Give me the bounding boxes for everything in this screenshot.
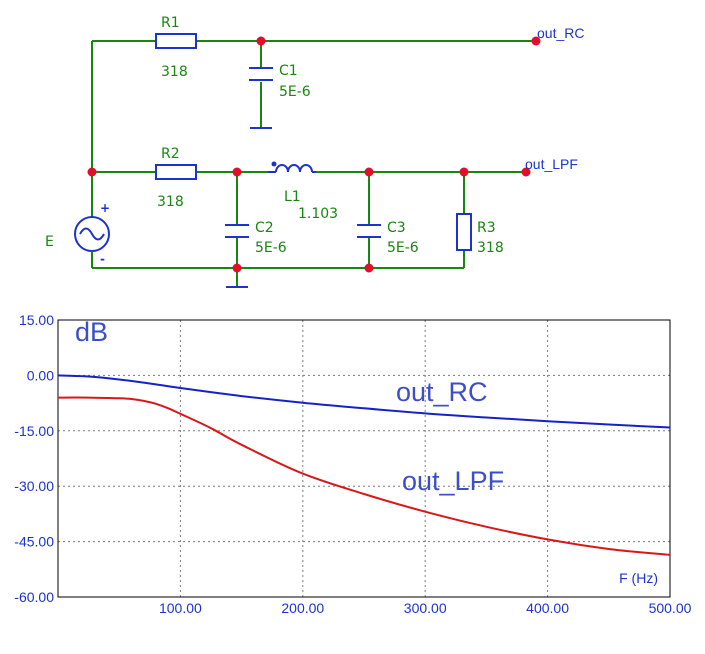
wires [91, 40, 536, 286]
x-tick-label: 100.00 [159, 600, 202, 616]
resistor-r1 [155, 33, 197, 49]
y-tick-label: 0.00 [27, 367, 54, 383]
x-axis-label: F (Hz) [619, 570, 658, 586]
r3-value: 318 [477, 240, 504, 256]
source-label: E [45, 234, 54, 250]
r3-name: R3 [477, 220, 496, 236]
capacitor-c3 [357, 224, 381, 238]
y-axis-label: dB [75, 317, 108, 347]
x-tick-label: 200.00 [281, 600, 324, 616]
source-minus-sign: - [100, 252, 105, 266]
y-tick-label: 15.00 [19, 312, 54, 328]
x-tick-label: 400.00 [526, 600, 569, 616]
r1-name: R1 [161, 15, 180, 31]
c2-name: C2 [255, 220, 274, 236]
r2-value: 318 [157, 194, 184, 210]
output-label-rc: out_RC [537, 25, 584, 41]
source-plus-sign: + [100, 201, 110, 215]
l1-value: 1.103 [298, 206, 338, 222]
output-label-lpf: out_LPF [525, 156, 578, 172]
capacitor-c1 [249, 67, 273, 81]
series-line-out-lpf [57, 396, 671, 556]
r1-value: 318 [161, 64, 188, 80]
c3-name: C3 [387, 220, 406, 236]
l1-name: L1 [284, 189, 301, 205]
x-tick-label: 500.00 [649, 600, 692, 616]
circuit-schematic: + - E R1 318 C1 5E-6 R2 318 L1 1.103 C2 … [45, 15, 584, 288]
plot-grid [58, 320, 670, 597]
c2-value: 5E-6 [255, 240, 287, 256]
y-tick-label: -45.00 [14, 534, 54, 550]
r2-name: R2 [161, 146, 180, 162]
ac-source [74, 213, 110, 253]
x-axis-ticks: 100.00 200.00 300.00 400.00 500.00 [159, 600, 692, 616]
series-line-out-rc [57, 374, 671, 429]
y-tick-label: -60.00 [14, 589, 54, 605]
x-tick-label: 300.00 [404, 600, 447, 616]
c1-value: 5E-6 [279, 84, 311, 100]
resistor-r3 [456, 213, 472, 251]
y-tick-label: -15.00 [14, 423, 54, 439]
series-label-out-rc: out_RC [396, 377, 488, 407]
c1-name: C1 [279, 63, 298, 79]
nodes [87, 36, 541, 273]
capacitor-c2 [225, 224, 249, 238]
plot-frame [57, 319, 671, 598]
c3-value: 5E-6 [387, 240, 419, 256]
inductor-l1 [268, 164, 316, 173]
y-axis-ticks: 15.00 0.00 -15.00 -30.00 -45.00 -60.00 [14, 312, 54, 605]
inductor-dot [271, 161, 277, 167]
series-label-out-lpf: out_LPF [402, 466, 504, 496]
y-tick-label: -30.00 [14, 478, 54, 494]
resistor-r2 [155, 164, 197, 180]
